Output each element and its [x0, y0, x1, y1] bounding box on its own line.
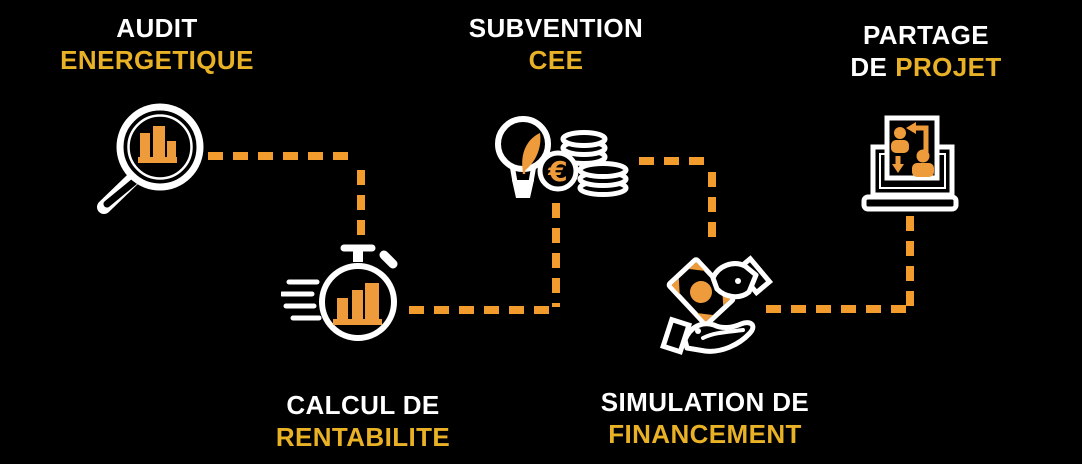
bulb-leaf-euro-coins-icon: € [492, 108, 632, 208]
laptop-share-people-icon [858, 112, 962, 214]
connector-3-horizontal [639, 157, 705, 165]
svg-text:€: € [547, 155, 567, 188]
step-label-audit-energetique: AUDIT ENERGETIQUE [17, 12, 297, 76]
step-title-line1: AUDIT [116, 13, 198, 43]
step-title-line2: CEE [528, 45, 584, 75]
connector-1-horizontal [208, 152, 358, 160]
step-title-line1: PARTAGE [862, 20, 990, 50]
step-label-subvention-cee: SUBVENTION CEE [416, 12, 696, 76]
connector-2-horizontal [409, 306, 554, 314]
step-title-line1: SUBVENTION [468, 13, 644, 43]
connector-4-vertical [906, 216, 914, 306]
step-title-line1: CALCUL DE [286, 390, 440, 420]
connector-3-vertical [708, 172, 716, 245]
step-title-line2: RENTABILITE [275, 422, 451, 452]
connector-2-vertical [552, 203, 560, 307]
hands-money-exchange-icon [655, 248, 775, 368]
magnifier-bar-chart-icon [92, 100, 212, 218]
step-title-line1: SIMULATION DE [600, 387, 810, 417]
step-title-line2: ENERGETIQUE [60, 45, 254, 75]
step-label-simulation-de-financement: SIMULATION DE FINANCEMENT [565, 386, 845, 450]
connector-1-vertical [357, 170, 365, 246]
step-title-line2: FINANCEMENT [608, 419, 802, 449]
step-label-calcul-de-rentabilite: CALCUL DE RENTABILITE [223, 389, 503, 453]
connector-4-horizontal [766, 305, 911, 313]
stopwatch-bar-chart-icon [279, 238, 421, 348]
